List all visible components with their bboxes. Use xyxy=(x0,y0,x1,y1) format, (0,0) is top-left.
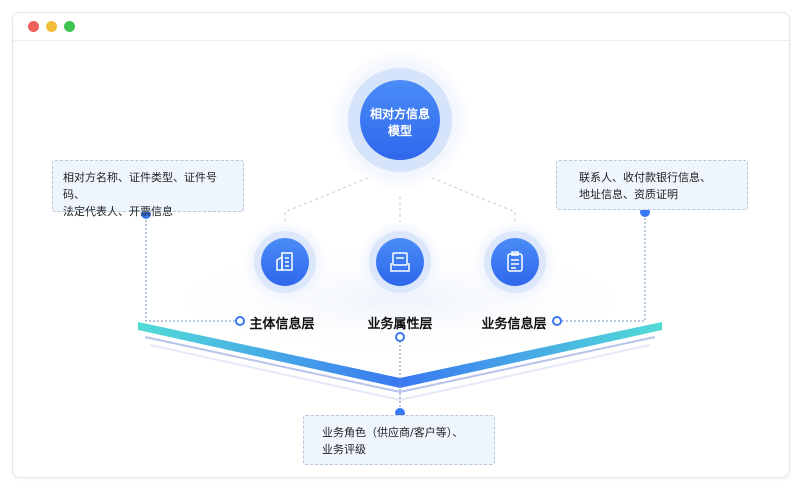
right-box-line1: 联系人、收付款银行信息、 xyxy=(579,171,711,184)
layer-node-1 xyxy=(245,222,325,302)
center-title-line1: 相对方信息 xyxy=(369,107,430,121)
left-box-line2: 法定代表人、开票信息 xyxy=(63,205,173,218)
inbox-document-icon xyxy=(390,252,410,272)
layer-label-3: 业务信息层 xyxy=(481,317,547,332)
layer-2-anchor xyxy=(395,332,405,342)
maximize-button[interactable] xyxy=(64,21,75,32)
layer-label-1: 主体信息层 xyxy=(249,317,315,332)
layer-1-anchor xyxy=(235,316,245,326)
title-bar xyxy=(13,13,789,41)
bottom-box-line2: 业务评级 xyxy=(322,443,366,456)
right-box-line2: 地址信息、资质证明 xyxy=(579,188,678,201)
top-connectors xyxy=(284,177,516,222)
right-info-box: 联系人、收付款银行信息、 地址信息、资质证明 xyxy=(556,160,748,210)
center-node xyxy=(360,80,440,160)
clipboard-icon xyxy=(507,251,523,272)
left-box-line1: 相对方名称、证件类型、证件号码、 xyxy=(63,171,217,201)
minimize-button[interactable] xyxy=(46,21,57,32)
layer-3-anchor xyxy=(552,316,562,326)
v-base xyxy=(138,322,662,402)
left-info-box: 相对方名称、证件类型、证件号码、 法定代表人、开票信息 xyxy=(52,160,244,218)
layer-node-3 xyxy=(475,222,555,302)
center-title-line2: 模型 xyxy=(387,124,412,138)
side-connectors xyxy=(145,214,646,409)
bottom-box-line1: 业务角色（供应商/客户等）、 xyxy=(322,426,464,439)
layer-node-2 xyxy=(360,222,440,302)
center-title: 相对方信息 模型 xyxy=(350,106,450,140)
building-icon xyxy=(276,252,293,271)
layer-label-2: 业务属性层 xyxy=(367,317,433,332)
close-button[interactable] xyxy=(28,21,39,32)
bottom-info-box: 业务角色（供应商/客户等）、 业务评级 xyxy=(303,415,495,465)
